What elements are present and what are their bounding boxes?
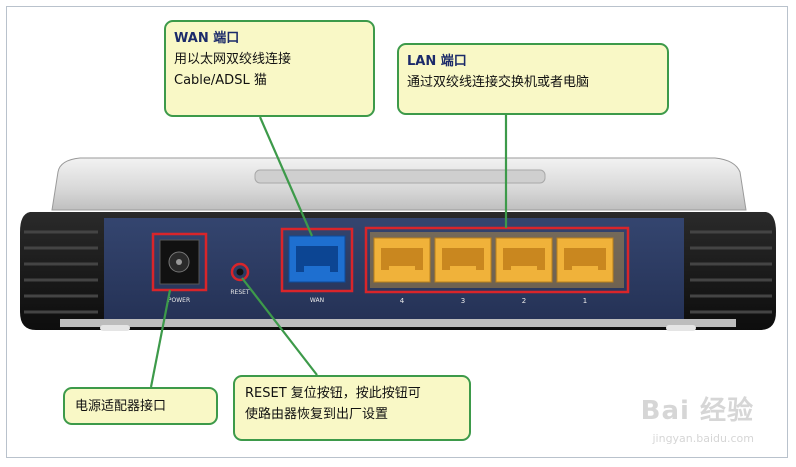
router-top-shell [51, 157, 747, 211]
right-vents [690, 230, 772, 314]
baidu-watermark-url: jingyan.baidu.com [652, 432, 754, 445]
label-lan-4: 4 [400, 297, 405, 305]
wan-callout-line2: Cable/ADSL 猫 [174, 73, 267, 88]
foot-left [100, 325, 130, 331]
lan-callout-title: LAN 端口 [407, 54, 467, 69]
wan-callout: WAN 端口 用以太网双绞线连接 Cable/ADSL 猫 [164, 20, 375, 117]
reset-callout-line2: 使路由器恢复到出厂设置 [245, 407, 389, 422]
left-vents [24, 230, 98, 314]
reset-callout-line1: RESET 复位按钮，按此按钮可 [245, 386, 421, 401]
power-leader [149, 289, 172, 388]
lan-port-3 [434, 237, 492, 283]
wan-highlight [280, 227, 354, 293]
power-callout-text: 电源适配器接口 [75, 399, 167, 414]
label-lan-2: 2 [522, 297, 526, 305]
label-lan-1: 1 [583, 297, 587, 305]
lan-port-2 [495, 237, 553, 283]
label-wan: WAN [310, 297, 324, 304]
lan-highlight [364, 226, 630, 294]
lan-ports [373, 237, 614, 283]
wan-callout-line1: 用以太网双绞线连接 [174, 52, 292, 67]
router-logo-emboss [254, 169, 546, 184]
reset-callout: RESET 复位按钮，按此按钮可 使路由器恢复到出厂设置 [233, 375, 471, 441]
lan-port-4 [373, 237, 431, 283]
lan-callout-line1: 通过双绞线连接交换机或者电脑 [407, 75, 590, 90]
baidu-watermark: Bai 经验 [640, 396, 754, 426]
wan-callout-title: WAN 端口 [174, 31, 240, 46]
leader-lines [149, 115, 508, 388]
label-reset: RESET [230, 289, 250, 296]
foot-right [666, 325, 696, 331]
reset-leader [241, 277, 318, 376]
lan-port-1 [556, 237, 614, 283]
power-highlight [151, 232, 208, 292]
wan-leader [258, 116, 314, 237]
reset-button [236, 268, 244, 276]
label-power: POWER [168, 297, 190, 304]
power-callout: 电源适配器接口 [63, 387, 218, 425]
label-lan-3: 3 [461, 297, 465, 305]
reset-highlight [230, 262, 250, 282]
lan-callout: LAN 端口 通过双绞线连接交换机或者电脑 [397, 43, 669, 115]
router-base [60, 319, 736, 327]
